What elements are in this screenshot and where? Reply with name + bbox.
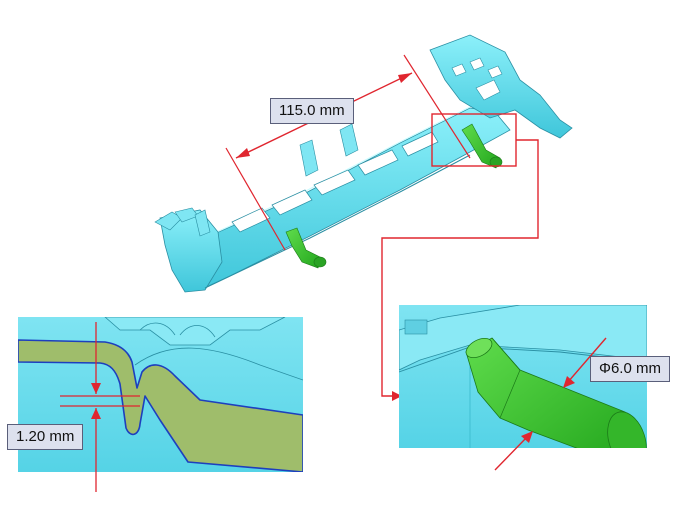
pin-detail <box>399 305 647 471</box>
rail-posts <box>194 123 359 237</box>
section-detail <box>18 317 303 492</box>
detail-connector <box>381 139 539 397</box>
diameter-dimension <box>494 337 607 471</box>
main-part <box>154 34 573 293</box>
right-bracket <box>429 34 573 139</box>
section-profile <box>18 339 303 472</box>
thickness-label: 1.20 mm <box>7 424 84 450</box>
diameter-label: Φ6.0 mm <box>590 356 670 382</box>
length-label: 115.0 mm <box>270 98 354 124</box>
thickness-dimension <box>60 322 140 492</box>
rail-windows <box>231 131 439 233</box>
